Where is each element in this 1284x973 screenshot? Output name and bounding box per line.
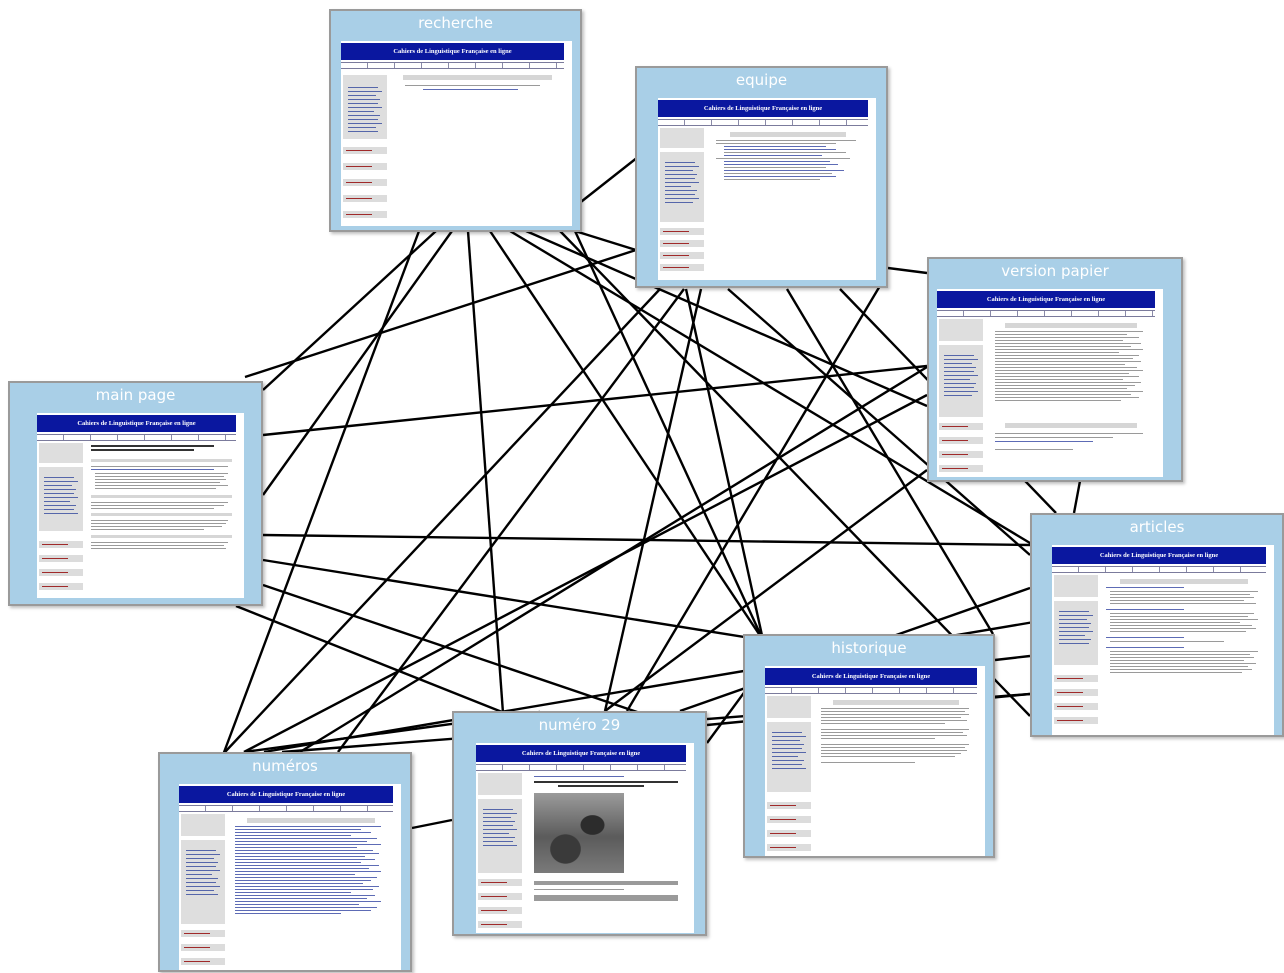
link-line — [489, 230, 764, 641]
page-menu — [341, 62, 564, 69]
page-main — [89, 443, 234, 594]
page-banner: Cahiers de Linguistique Française en lig… — [765, 668, 977, 685]
link-line — [994, 654, 1031, 662]
link-line — [244, 248, 637, 379]
page-menu — [476, 764, 686, 771]
page-sidebar — [767, 696, 811, 852]
node-title: main page — [95, 386, 176, 404]
link-line — [525, 229, 928, 408]
page-sidebar — [660, 128, 704, 276]
page-thumbnail: Cahiers de Linguistique Française en lig… — [937, 289, 1163, 477]
page-menu — [179, 805, 393, 812]
node-title: version papier — [1001, 262, 1109, 280]
page-main — [817, 696, 975, 852]
page-banner: Cahiers de Linguistique Française en lig… — [1052, 547, 1266, 564]
page-sidebar — [343, 71, 387, 222]
cover-photo — [534, 793, 624, 873]
page-thumbnail: Cahiers de Linguistique Française en lig… — [476, 743, 694, 933]
page-thumbnail: Cahiers de Linguistique Française en lig… — [37, 413, 244, 598]
page-menu — [658, 119, 868, 126]
page-sidebar — [39, 443, 83, 594]
page-banner: Cahiers de Linguistique Française en lig… — [37, 415, 236, 432]
link-line — [603, 288, 703, 712]
page-menu — [937, 310, 1155, 317]
link-line — [262, 230, 437, 391]
link-line — [235, 604, 503, 714]
page-thumbnail: Cahiers de Linguistique Française en lig… — [179, 784, 401, 970]
page-thumbnail: Cahiers de Linguistique Française en lig… — [765, 666, 985, 856]
link-line — [262, 558, 764, 642]
page-banner: Cahiers de Linguistique Française en lig… — [937, 291, 1155, 308]
page-main — [710, 128, 866, 276]
page-sidebar — [939, 319, 983, 473]
link-line — [337, 288, 685, 753]
link-line — [262, 364, 928, 437]
node-numeros[interactable]: numéros Cahiers de Linguistique Français… — [158, 752, 412, 972]
link-line — [574, 229, 637, 252]
page-sidebar — [478, 773, 522, 929]
page-thumbnail: Cahiers de Linguistique Française en lig… — [1052, 545, 1274, 735]
link-line — [299, 365, 928, 754]
page-menu — [765, 687, 977, 694]
node-historique[interactable]: historique Cahiers de Linguistique Franç… — [743, 634, 995, 858]
link-line — [785, 288, 995, 635]
link-line — [221, 230, 421, 756]
page-banner: Cahiers de Linguistique Française en lig… — [658, 100, 868, 117]
node-title: recherche — [418, 14, 493, 32]
link-line — [243, 393, 928, 754]
node-title: historique — [831, 639, 907, 657]
page-main — [528, 773, 684, 929]
page-banner: Cahiers de Linguistique Française en lig… — [341, 43, 564, 60]
node-version-papier[interactable]: version papier Cahiers de Linguistique F… — [927, 257, 1183, 482]
node-title: numéro 29 — [538, 716, 621, 734]
page-sidebar — [181, 814, 225, 966]
page-sidebar — [1054, 575, 1098, 731]
page-main — [1104, 575, 1264, 731]
link-line — [1072, 480, 1082, 514]
link-line — [887, 266, 928, 275]
node-equipe[interactable]: equipe Cahiers de Linguistique Française… — [635, 66, 888, 288]
link-line — [604, 469, 928, 712]
page-banner: Cahiers de Linguistique Française en lig… — [476, 745, 686, 762]
link-line — [262, 583, 641, 715]
node-main-page[interactable]: main page Cahiers de Linguistique França… — [8, 381, 263, 606]
page-menu — [37, 434, 236, 441]
node-numero-29[interactable]: numéro 29 Cahiers de Linguistique França… — [452, 711, 707, 936]
node-title: equipe — [735, 71, 788, 89]
page-thumbnail: Cahiers de Linguistique Française en lig… — [341, 41, 572, 226]
link-line — [411, 818, 453, 830]
link-line — [727, 288, 1031, 556]
page-main — [393, 71, 562, 222]
page-main — [231, 814, 391, 966]
link-line — [466, 230, 505, 714]
node-articles[interactable]: articles Cahiers de Linguistique Françai… — [1030, 513, 1284, 737]
page-thumbnail: Cahiers de Linguistique Française en lig… — [658, 98, 876, 280]
node-title: articles — [1129, 518, 1185, 536]
link-line — [262, 230, 453, 496]
page-menu — [1052, 566, 1266, 573]
link-line — [573, 230, 765, 641]
link-line — [224, 288, 661, 753]
link-line — [684, 288, 765, 641]
page-banner: Cahiers de Linguistique Française en lig… — [179, 786, 393, 803]
page-main — [989, 319, 1153, 473]
node-recherche[interactable]: recherche Cahiers de Linguistique França… — [329, 9, 582, 232]
node-title: numéros — [252, 757, 318, 775]
link-line — [625, 273, 889, 712]
